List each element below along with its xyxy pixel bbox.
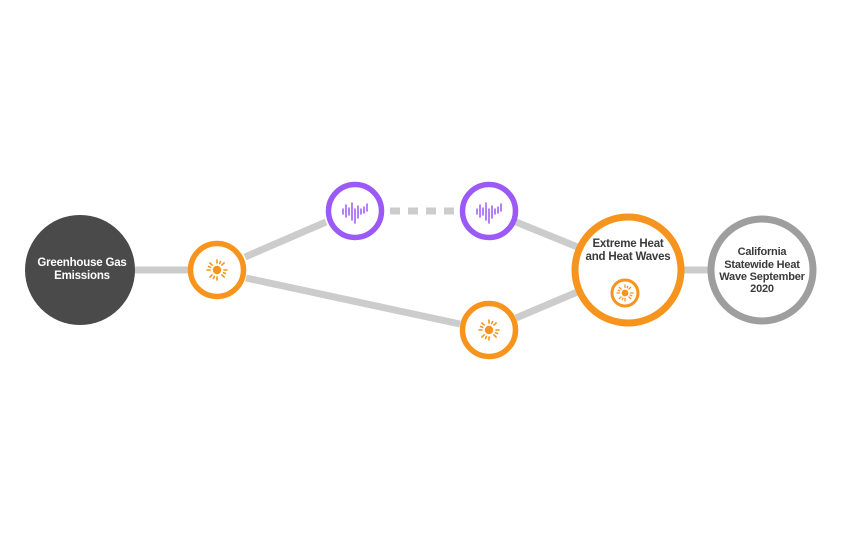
edge-sun-left-to-purple-left [243, 218, 328, 261]
edge-purple-right-to-extreme-heat [514, 218, 582, 252]
node-purple-right[interactable] [459, 181, 519, 241]
edge-sun-left-to-sun-bottom [245, 274, 461, 328]
extreme-heat-label: Extreme Heat and Heat Waves [585, 238, 671, 263]
node-sun-left[interactable] [187, 240, 247, 300]
sun-icon [206, 259, 228, 281]
sun-icon [478, 319, 500, 341]
edge-sun-bottom-to-extreme-heat [514, 286, 584, 322]
node-extreme-heat[interactable] [571, 213, 685, 327]
california-heat-wave-label: California Statewide Heat Wave September… [719, 246, 805, 296]
node-greenhouse-gas-emissions[interactable] [25, 215, 135, 325]
greenhouse-gas-emissions-label: Greenhouse Gas Emissions [37, 257, 127, 282]
edges [130, 207, 708, 328]
node-sun-bottom[interactable] [459, 300, 519, 360]
node-california-heat-wave[interactable] [707, 215, 817, 325]
node-purple-left[interactable] [325, 181, 385, 241]
sun-icon [616, 284, 634, 302]
